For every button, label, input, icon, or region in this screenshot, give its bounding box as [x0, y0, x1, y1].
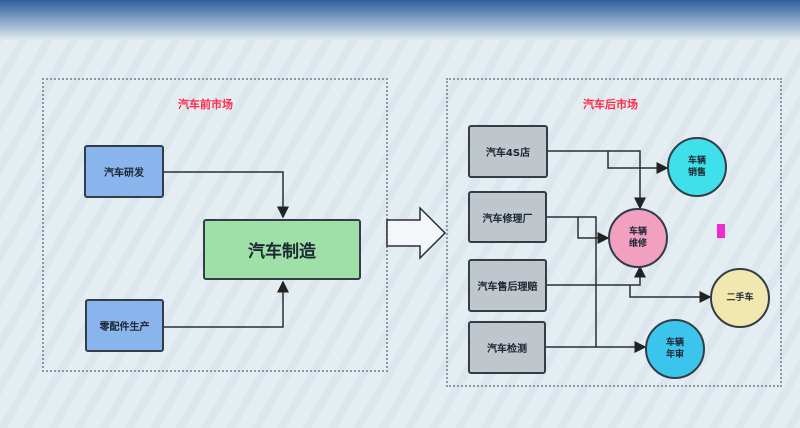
node-4s-store: 汽车4S店 — [468, 125, 548, 178]
used-label: 二手车 — [726, 293, 754, 303]
connector-parts — [164, 280, 289, 328]
flow-arrow — [386, 206, 447, 260]
connector-shop-inspection — [547, 216, 597, 347]
node-used-car: 二手车 — [710, 268, 770, 328]
connector-4s-sales — [607, 151, 669, 174]
node-rd: 汽车研发 — [84, 145, 164, 198]
repair-line2: 维修 — [628, 239, 647, 249]
node-repair: 车辆维修 — [608, 208, 668, 268]
node-inspection-source: 汽车检测 — [468, 321, 546, 374]
node-claims: 汽车售后理赔 — [468, 259, 547, 312]
sales-line1: 车辆 — [687, 156, 706, 166]
pre-market-title: 汽车前市场 — [178, 98, 233, 111]
connector-shop-repair — [577, 217, 610, 244]
node-sales: 车辆销售 — [667, 137, 727, 197]
connector-claims-used — [629, 285, 712, 303]
repair-line1: 车辆 — [628, 227, 647, 237]
pink-marker — [717, 224, 725, 238]
node-parts: 零配件生产 — [85, 299, 164, 352]
node-manufacturing: 汽车制造 — [203, 219, 361, 280]
connector-rd — [164, 171, 289, 219]
node-annual-inspection: 车辆年审 — [645, 319, 705, 379]
inspection-line1: 车辆 — [665, 338, 684, 348]
slide-header-band — [0, 0, 800, 40]
node-repair-shop: 汽车修理厂 — [468, 191, 547, 243]
connector-claims-repair — [547, 265, 646, 286]
sales-line2: 销售 — [687, 168, 706, 178]
after-market-frame — [446, 78, 782, 387]
inspection-line2: 年审 — [665, 350, 684, 360]
after-market-title: 汽车后市场 — [583, 98, 638, 111]
connector-4s-repair — [548, 150, 646, 210]
